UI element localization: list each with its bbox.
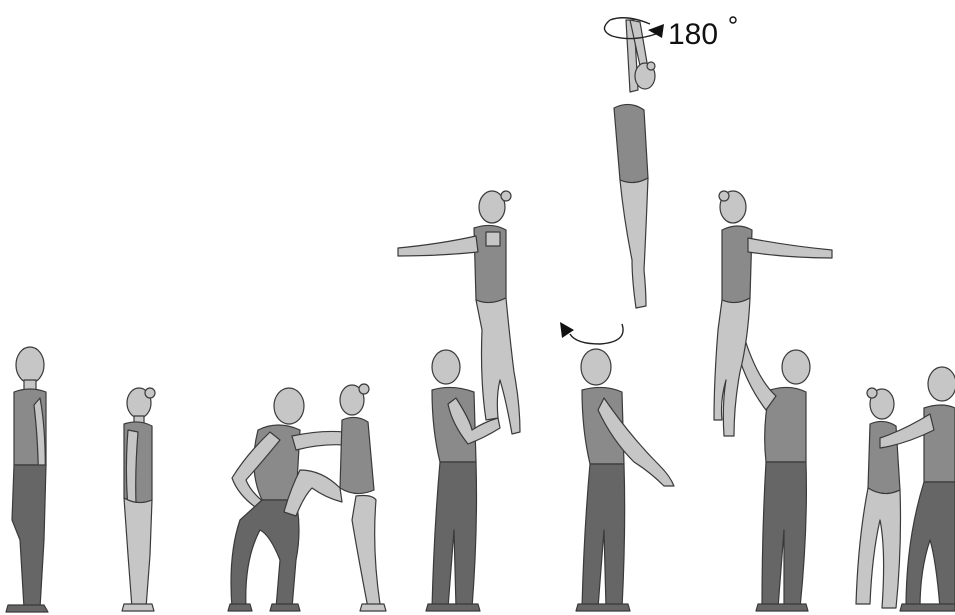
woman-standing-figure	[122, 388, 155, 611]
catcher-waiting-figure	[576, 349, 674, 611]
degree-symbol-icon	[730, 17, 736, 23]
airborne-twist-figure	[614, 20, 655, 308]
lift-support-figure	[398, 191, 520, 611]
final-pair-figure	[856, 367, 955, 611]
rotation-degree-label: 180	[668, 17, 736, 51]
man-standing-figure	[6, 347, 48, 612]
catch-figure	[714, 191, 832, 611]
rotation-value-text: 180	[668, 18, 718, 51]
pair-preparation-figure	[228, 384, 386, 611]
turn-arrow-icon	[560, 322, 623, 344]
